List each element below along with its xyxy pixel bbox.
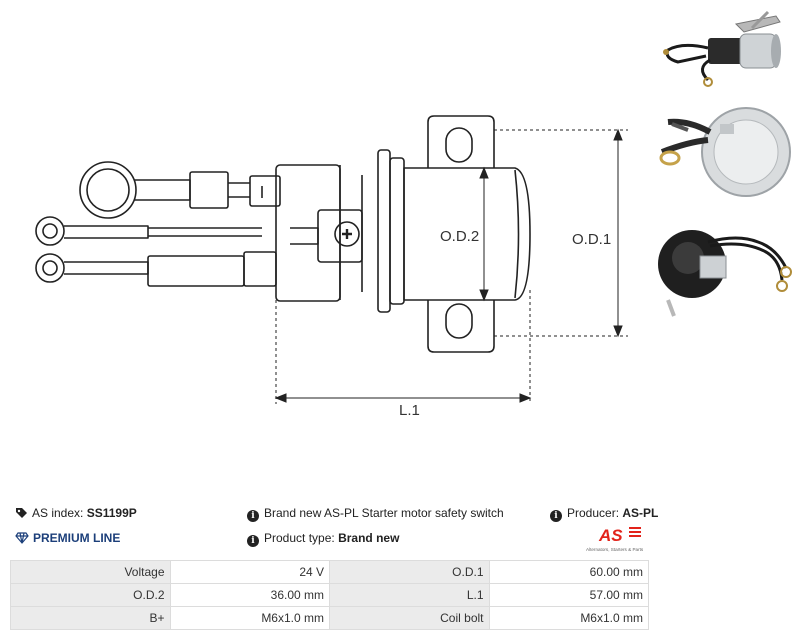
spec-label: B+ bbox=[10, 606, 171, 630]
spec-label: Coil bolt bbox=[329, 606, 490, 630]
as-index: AS index: SS1199P bbox=[15, 505, 137, 521]
ring-terminal-upper bbox=[35, 216, 65, 246]
spec-value: 36.00 mm bbox=[169, 583, 330, 607]
premium-line-text: PREMIUM LINE bbox=[33, 531, 121, 545]
producer: i Producer: AS-PL bbox=[550, 505, 658, 522]
ring-terminal-lower bbox=[35, 253, 65, 283]
product-type: i Product type: Brand new bbox=[247, 530, 399, 547]
product-photo-rear bbox=[658, 230, 792, 317]
producer-label: Producer: bbox=[567, 506, 620, 520]
product-type-value: Brand new bbox=[338, 531, 400, 545]
spec-label: O.D.1 bbox=[329, 560, 490, 584]
spec-value: 24 V bbox=[169, 560, 330, 584]
spec-value: 60.00 mm bbox=[488, 560, 649, 584]
l1-label: L.1 bbox=[399, 402, 420, 419]
technical-drawing: O.D.2 O.D.1 L.1 bbox=[35, 115, 628, 419]
logo-tagline: Alternators, Starters & Parts bbox=[586, 547, 644, 552]
diamond-icon bbox=[15, 532, 29, 544]
as-index-value: SS1199P bbox=[86, 506, 137, 520]
info-icon: i bbox=[247, 510, 259, 522]
producer-value: AS-PL bbox=[622, 506, 659, 520]
description: i Brand new AS-PL Starter motor safety sw… bbox=[247, 505, 504, 522]
od2-label: O.D.2 bbox=[440, 228, 479, 245]
logo-mark: AS bbox=[598, 526, 623, 545]
info-icon: i bbox=[550, 510, 562, 522]
spec-label: L.1 bbox=[329, 583, 490, 607]
od1-label: O.D.1 bbox=[572, 231, 611, 248]
as-index-label: AS index: bbox=[32, 506, 84, 520]
tag-icon bbox=[16, 508, 27, 518]
ring-terminal-large bbox=[79, 161, 137, 219]
product-photo-side bbox=[663, 10, 781, 87]
spec-value: M6x1.0 mm bbox=[169, 606, 330, 630]
spec-value: M6x1.0 mm bbox=[488, 606, 649, 630]
coil-bolt bbox=[334, 221, 360, 247]
spec-label: Voltage bbox=[10, 560, 171, 584]
premium-line-badge: PREMIUM LINE bbox=[15, 530, 120, 546]
as-pl-logo: AS Alternators, Starters & Parts bbox=[586, 526, 644, 552]
info-icon: i bbox=[247, 535, 259, 547]
spec-value: 57.00 mm bbox=[488, 583, 649, 607]
product-type-label: Product type: bbox=[264, 531, 335, 545]
spec-label: O.D.2 bbox=[10, 583, 171, 607]
product-photo-front bbox=[659, 107, 791, 197]
description-text: Brand new AS-PL Starter motor safety swi… bbox=[264, 506, 504, 520]
